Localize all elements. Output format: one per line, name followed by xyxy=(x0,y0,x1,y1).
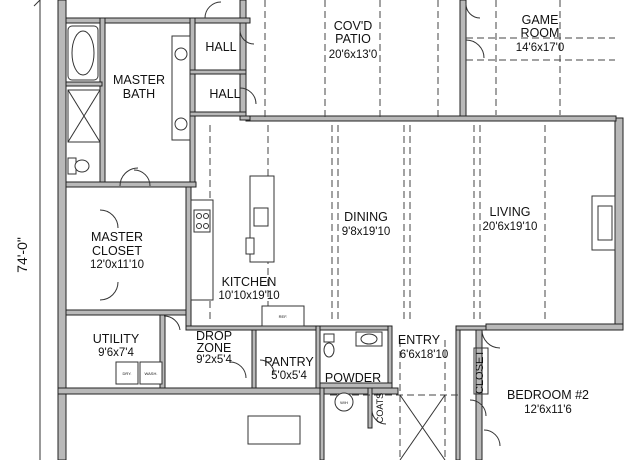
dryer: DRY. xyxy=(115,361,139,385)
bedroom2-label: BEDROOM #2 xyxy=(507,388,589,402)
refrigerator: REF. xyxy=(261,305,305,327)
coats-label: COATS xyxy=(375,393,385,423)
closet-label: CLOSET xyxy=(474,350,486,394)
game-room-dim: 14'6x17'0 xyxy=(516,42,565,54)
entry-label: ENTRY xyxy=(398,333,441,347)
powder-sink xyxy=(355,331,383,347)
utility-dim: 9'6x7'4 xyxy=(98,347,134,359)
drop-zone-dim: 9'2x5'4 xyxy=(196,354,232,366)
garage-outline xyxy=(247,415,301,445)
svg-text:WASH.: WASH. xyxy=(145,371,158,376)
pantry-label: PANTRY xyxy=(264,355,314,369)
shower xyxy=(67,89,101,143)
kitchen-island xyxy=(245,175,275,263)
closet-outline xyxy=(473,347,489,395)
bathtub xyxy=(67,25,99,81)
svg-text:REF.: REF. xyxy=(279,314,288,319)
toilet xyxy=(67,157,90,175)
entry-dim: 6'6x18'10 xyxy=(400,349,449,361)
water-heater: W/H xyxy=(334,392,354,412)
kitchen-dim: 10'10x19'10 xyxy=(218,290,279,302)
overall-dimension-label: 74'-0" xyxy=(14,237,30,273)
kitchen-label: KITCHEN xyxy=(222,275,277,289)
covd-patio-dim: 20'6x13'0 xyxy=(329,49,378,61)
washer: WASH. xyxy=(139,361,163,385)
dining-label: DINING xyxy=(344,210,388,224)
master-closet-dim: 12'0x11'10 xyxy=(90,259,144,271)
powder-label: POWDER xyxy=(325,371,381,385)
fireplace xyxy=(591,195,616,251)
vanity-sinks xyxy=(171,35,191,141)
svg-text:W/H: W/H xyxy=(340,400,348,405)
interior-walls xyxy=(65,17,617,460)
kitchen-counter xyxy=(190,199,214,301)
pantry-dim: 5'0x5'4 xyxy=(271,370,307,382)
living-label: LIVING xyxy=(490,205,531,219)
hall-upper-label: HALL xyxy=(205,40,236,54)
door-swings xyxy=(99,1,501,460)
bedroom2-dim: 12'6x11'6 xyxy=(524,404,572,416)
powder-toilet xyxy=(323,333,335,358)
ceiling-beam-lines xyxy=(209,0,615,460)
overall-dimension-line xyxy=(33,0,41,460)
utility-label: UTILITY xyxy=(93,332,140,346)
dining-dim: 9'8x19'10 xyxy=(342,226,391,238)
svg-text:DRY.: DRY. xyxy=(123,371,132,376)
living-dim: 20'6x19'10 xyxy=(483,221,538,233)
hall-lower-label: HALL xyxy=(209,87,240,101)
